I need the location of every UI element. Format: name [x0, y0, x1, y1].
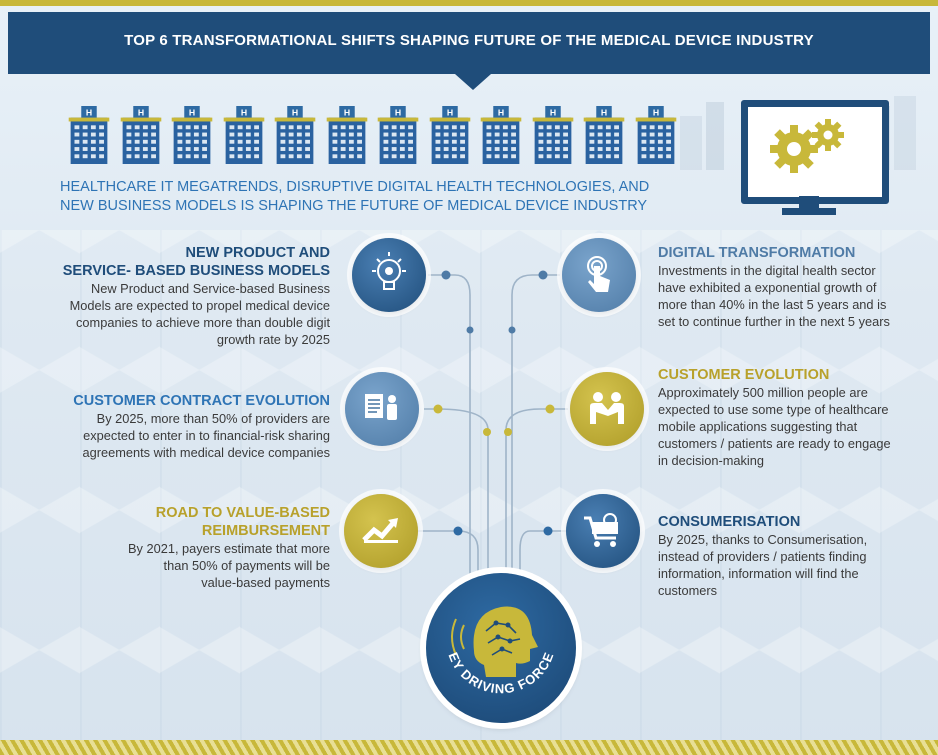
block-title: NEW PRODUCT AND SERVICE- BASED BUSINESS … — [62, 245, 330, 279]
hospital-building-icon: H — [326, 106, 367, 164]
block-title: CONSUMERISATION — [658, 514, 801, 530]
touch-hand-icon — [562, 238, 636, 312]
contract-person-icon — [345, 372, 419, 446]
consumerisation-block: CONSUMERISATION By 2025, thanks to Consu… — [658, 513, 933, 599]
hospital-label: H — [137, 108, 143, 118]
block-title: CUSTOMER EVOLUTION — [658, 367, 830, 383]
people-icon — [570, 372, 644, 446]
customer-contract-block: CUSTOMER CONTRACT EVOLUTION By 2025, mor… — [30, 392, 330, 461]
hospital-building-icon: H — [429, 106, 470, 164]
hospital-label: H — [86, 108, 92, 118]
block-title: CUSTOMER CONTRACT EVOLUTION — [73, 393, 330, 409]
hospital-label: H — [446, 108, 452, 118]
block-title: ROAD TO VALUE-BASED REIMBURSEMENT — [155, 505, 330, 539]
customer-evolution-block: CUSTOMER EVOLUTION Approximately 500 mil… — [658, 366, 933, 469]
bottom-stripe — [0, 740, 938, 755]
block-body: By 2021, payers estimate that more than … — [127, 541, 330, 590]
key-driving-forces-circle: KEY DRIVING FORCES — [421, 561, 576, 723]
monitor-base — [782, 208, 836, 215]
monitor-stand — [799, 196, 819, 210]
shopping-cart-icon — [566, 494, 640, 568]
block-title: DIGITAL TRANSFORMATION — [658, 245, 856, 261]
gears-icon — [770, 119, 844, 173]
block-body: New Product and Service-based Business M… — [69, 281, 330, 347]
value-based-reimbursement-block: ROAD TO VALUE-BASED REIMBURSEMENT By 202… — [60, 504, 330, 591]
hospital-label: H — [395, 108, 401, 118]
block-body: By 2025, thanks to Consumerisation, inst… — [658, 532, 868, 598]
growth-arrow-icon — [344, 494, 418, 568]
banner-pointer — [455, 74, 491, 90]
hospital-building-icon: H — [120, 106, 161, 164]
top-accent-line — [0, 0, 938, 6]
block-body: Investments in the digital health sector… — [658, 263, 890, 329]
intro-line-1: HEALTHCARE IT MEGATRENDS, DISRUPTIVE DIG… — [60, 179, 650, 195]
intro-text: HEALTHCARE IT MEGATRENDS, DISRUPTIVE DIG… — [60, 178, 760, 216]
hospital-building-icon: H — [377, 106, 419, 164]
hospital-building-icon: H — [171, 106, 213, 164]
hospital-label: H — [240, 108, 246, 118]
intro-line-2: NEW BUSINESS MODELS IS SHAPING THE FUTUR… — [60, 198, 648, 214]
hospital-label: H — [549, 108, 555, 118]
hospital-building-icon: H — [583, 106, 625, 164]
hospital-label: H — [343, 108, 349, 118]
hospital-label: H — [601, 108, 607, 118]
header-banner: TOP 6 TRANSFORMATIONAL SHIFTS SHAPING FU… — [8, 12, 930, 74]
head-brain-icon — [451, 606, 538, 677]
hospital-label: H — [189, 108, 195, 118]
hospital-building-icon: H — [532, 106, 573, 164]
block-body: Approximately 500 million people are exp… — [658, 385, 891, 468]
hospital-building-icon: H — [635, 106, 676, 164]
page-title: TOP 6 TRANSFORMATIONAL SHIFTS SHAPING FU… — [124, 32, 814, 49]
digital-transformation-block: DIGITAL TRANSFORMATION Investments in th… — [658, 244, 933, 330]
hospital-label: H — [498, 108, 504, 118]
hospital-building-icon: H — [223, 106, 264, 164]
block-body: By 2025, more than 50% of providers are … — [82, 411, 330, 460]
new-product-service-block: NEW PRODUCT AND SERVICE- BASED BUSINESS … — [40, 244, 330, 348]
hospital-building-icon: H — [274, 106, 316, 164]
hospital-label: H — [652, 108, 658, 118]
lightbulb-icon — [352, 238, 426, 312]
hospital-label: H — [292, 108, 298, 118]
hospital-building-icon: H — [480, 106, 522, 164]
hospital-building-icon: H — [68, 106, 110, 164]
